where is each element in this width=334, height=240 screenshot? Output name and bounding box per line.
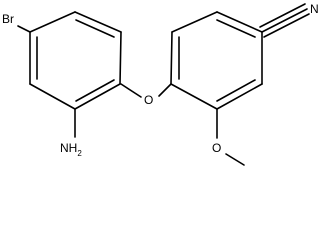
chemical-structure: Br NH2 O O N [2, 2, 319, 166]
triple-bond [259, 3, 306, 28]
double-bond-inner [75, 79, 115, 102]
nitrile-nitrogen-label: N [310, 2, 319, 16]
amino-subscript: 2 [77, 149, 82, 158]
bond [216, 11, 263, 33]
left-benzene-ring [29, 11, 122, 110]
right-benzene-ring [170, 11, 263, 110]
double-bond-inner [216, 19, 256, 38]
bond [74, 11, 122, 33]
bond [119, 31, 122, 85]
bond [170, 83, 218, 110]
bond [170, 31, 173, 85]
methoxy-oxygen-label: O [212, 141, 221, 155]
ether-oxygen-label: O [144, 93, 153, 107]
bond [171, 11, 218, 33]
bond [158, 83, 172, 97]
bond [17, 25, 31, 33]
bond [74, 83, 121, 110]
triple-bond [261, 8, 308, 33]
bond [216, 83, 263, 110]
double-bond-inner [216, 79, 256, 102]
bromine-label: Br [2, 12, 14, 26]
triple-bond [263, 13, 310, 38]
double-bond-inner [75, 19, 115, 38]
amino-main: NH [60, 141, 77, 155]
amino-label: NH2 [60, 141, 82, 158]
bond [29, 83, 76, 110]
bond [225, 153, 245, 166]
bond [29, 11, 76, 33]
bond [120, 83, 142, 98]
